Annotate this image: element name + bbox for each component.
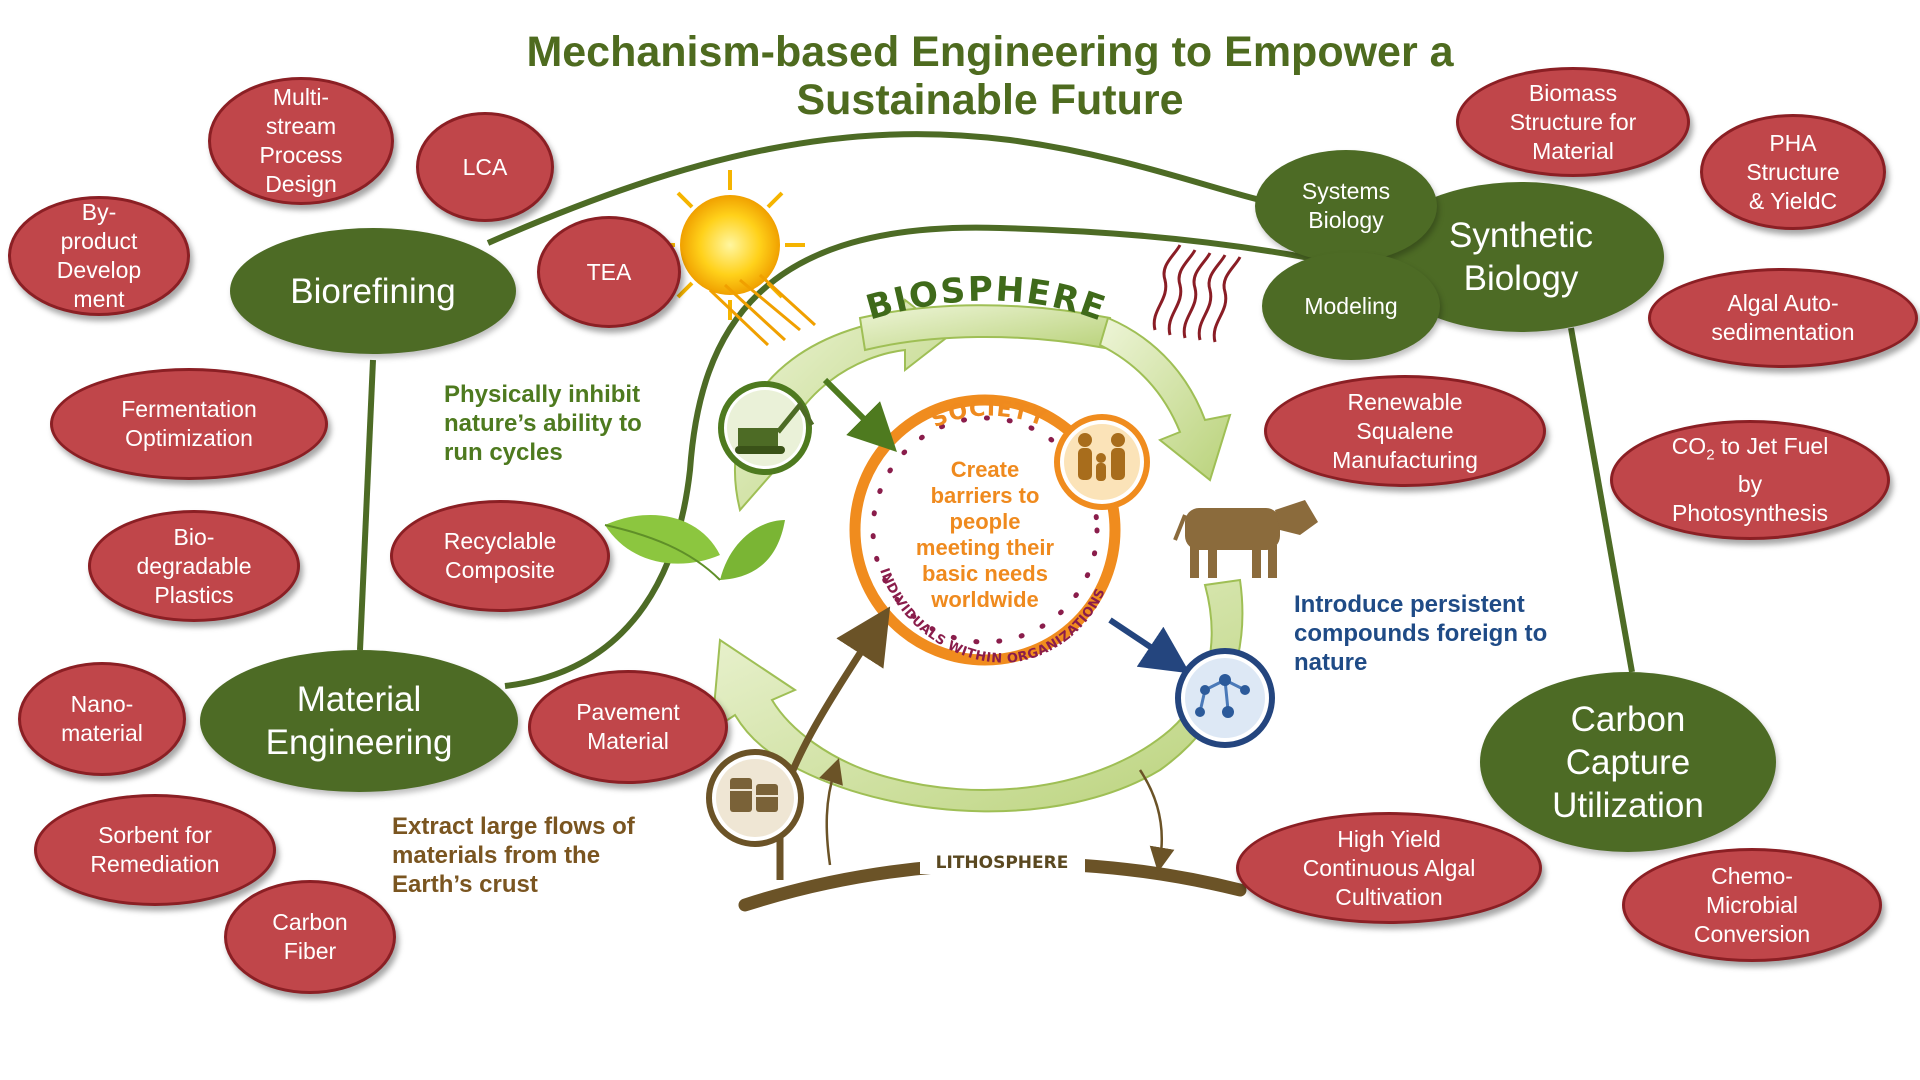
topic-sorbent: Sorbent for Remediation xyxy=(34,794,276,906)
lithosphere-arrow-up xyxy=(819,758,843,866)
topic-recyclable: Recyclable Composite xyxy=(390,500,610,612)
topic-recyclable-label: Recyclable Composite xyxy=(443,528,557,583)
molecule-icon xyxy=(1175,648,1275,748)
topic-byproduct: By- product Develop ment xyxy=(8,196,190,316)
persistent-arrow xyxy=(1108,617,1190,674)
people-icon xyxy=(1054,414,1150,510)
leaves-icon xyxy=(604,515,785,581)
connector-biorefining-systems xyxy=(486,131,1261,246)
hub-biorefining: Biorefining xyxy=(230,228,516,354)
hub-systems-biology-label: Systems Biology xyxy=(1301,178,1391,233)
topic-co2-jet-fuel: CO2 to Jet Fuel by Photosynthesis xyxy=(1610,420,1890,540)
annotation-extract: Extract large flows of materials from th… xyxy=(392,813,635,898)
hub-modeling: Modeling xyxy=(1262,252,1440,360)
co2-rest-text: to Jet Fuel by Photosynthesis xyxy=(1672,433,1829,526)
hub-systems-biology: Systems Biology xyxy=(1255,150,1437,262)
topic-chemo-label: Chemo- Microbial Conversion xyxy=(1693,862,1811,947)
topic-pavement: Pavement Material xyxy=(528,670,728,784)
lithosphere-label-bg xyxy=(920,848,1085,874)
topic-byproduct-label: By- product Develop ment xyxy=(56,199,142,312)
topic-biomass: Biomass Structure for Material xyxy=(1456,67,1690,177)
inhibit-arrow xyxy=(822,377,897,452)
hub-material-engineering: Material Engineering xyxy=(200,650,518,792)
topic-squalene: Renewable Squalene Manufacturing xyxy=(1264,375,1546,487)
topic-high-yield: High Yield Continuous Algal Cultivation xyxy=(1236,812,1542,924)
connector-biorefining-material xyxy=(357,359,376,651)
lithosphere-label: LITHOSPHERE xyxy=(936,853,1069,873)
biosphere-arrow-right xyxy=(1098,316,1232,482)
society-ring xyxy=(849,394,1121,666)
lithosphere-arrow-down xyxy=(1138,769,1175,873)
hub-carbon-capture: Carbon Capture Utilization xyxy=(1480,672,1776,852)
topic-co2-jet-fuel-label: CO2 to Jet Fuel by Photosynthesis xyxy=(1672,432,1829,528)
society-center-text: Create barriers to people meeting their … xyxy=(915,457,1055,612)
topic-lca-label: LCA xyxy=(462,153,508,180)
topic-multi-stream-label: Multi- stream Process Design xyxy=(259,84,343,197)
co2-text: CO xyxy=(1671,433,1707,460)
topic-biodegradable: Bio- degradable Plastics xyxy=(88,510,300,622)
excavator-icon xyxy=(718,381,815,475)
heat-waves-icon xyxy=(1152,244,1242,343)
topic-pha-label: PHA Structure & YieldC xyxy=(1746,129,1840,214)
annotation-inhibit: Physically inhibit nature’s ability to r… xyxy=(444,381,642,466)
annotation-persistent: Introduce persistent compounds foreign t… xyxy=(1294,591,1548,676)
connector-material-synthetic xyxy=(504,224,1331,689)
co2-subscript: 2 xyxy=(1706,446,1715,464)
topic-high-yield-label: High Yield Continuous Algal Cultivation xyxy=(1302,825,1476,910)
topic-squalene-label: Renewable Squalene Manufacturing xyxy=(1332,388,1478,473)
hub-connectors xyxy=(357,131,1635,689)
topic-fermentation: Fermentation Optimization xyxy=(50,368,328,480)
topic-sorbent-label: Sorbent for Remediation xyxy=(90,822,220,877)
topic-tea-label: TEA xyxy=(586,258,632,285)
topic-carbon-fiber-label: Carbon Fiber xyxy=(272,909,348,964)
hub-carbon-capture-label: Carbon Capture Utilization xyxy=(1552,699,1704,825)
topic-nanomaterial-label: Nano- material xyxy=(61,691,143,746)
topic-lca: LCA xyxy=(416,112,554,222)
topic-pha: PHA Structure & YieldC xyxy=(1700,114,1886,230)
topic-fermentation-label: Fermentation Optimization xyxy=(121,396,257,451)
topic-carbon-fiber: Carbon Fiber xyxy=(224,880,396,994)
topic-tea: TEA xyxy=(537,216,681,328)
topic-biomass-label: Biomass Structure for Material xyxy=(1509,79,1637,164)
topic-algal-auto-label: Algal Auto- sedimentation xyxy=(1711,290,1855,345)
topic-nanomaterial: Nano- material xyxy=(18,662,186,776)
topic-algal-auto: Algal Auto- sedimentation xyxy=(1648,268,1918,368)
hub-modeling-label: Modeling xyxy=(1304,292,1398,319)
hub-biorefining-label: Biorefining xyxy=(290,271,456,311)
topic-multi-stream: Multi- stream Process Design xyxy=(208,77,394,205)
cow-icon xyxy=(1173,500,1318,578)
topic-pavement-label: Pavement Material xyxy=(576,699,680,754)
connector-synthetic-carbon xyxy=(1568,327,1635,673)
hub-synthetic-biology-label: Synthetic Biology xyxy=(1449,216,1593,298)
topic-chemo: Chemo- Microbial Conversion xyxy=(1622,848,1882,962)
diagram-title: Mechanism-based Engineering to Empower a… xyxy=(526,28,1454,124)
topic-biodegradable-label: Bio- degradable Plastics xyxy=(136,523,252,608)
hub-material-engineering-label: Material Engineering xyxy=(265,680,453,762)
barrels-icon xyxy=(706,749,804,847)
